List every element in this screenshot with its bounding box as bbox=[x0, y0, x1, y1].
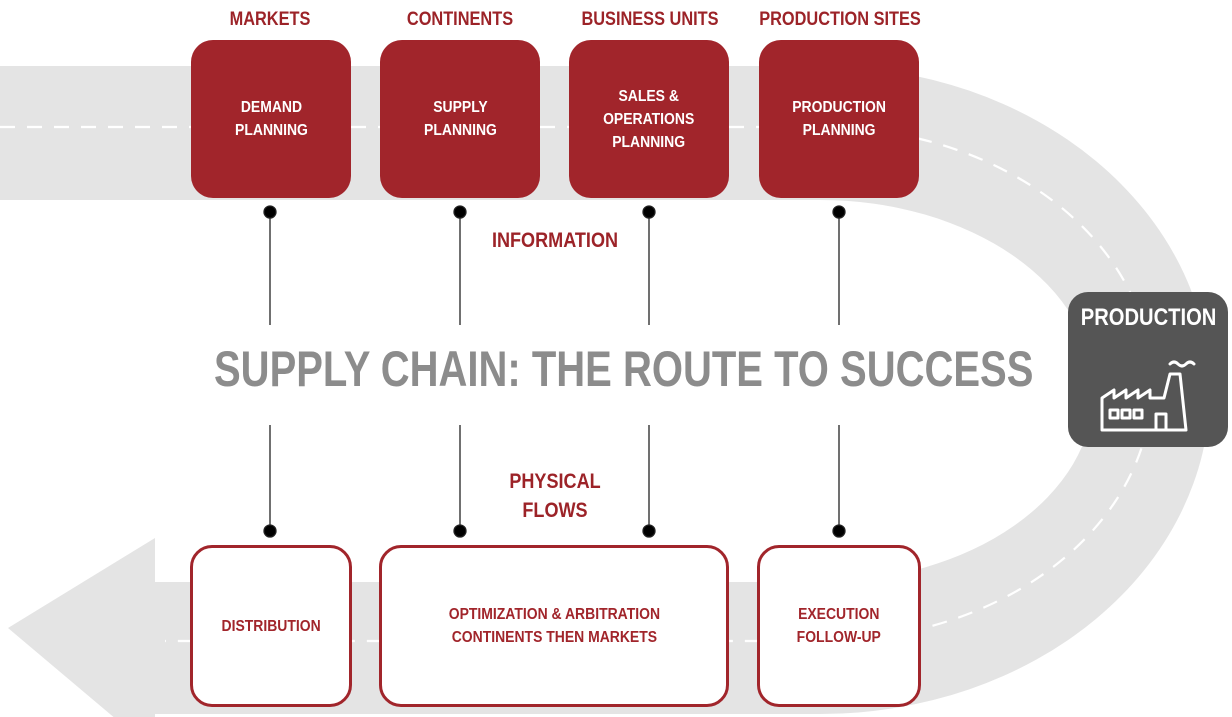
distribution-label: DISTRIBUTION bbox=[221, 617, 321, 635]
category-business-units: BUSINESS UNITS bbox=[581, 9, 719, 30]
connector-dot bbox=[642, 524, 656, 538]
supply-planning-line-2: PLANNING bbox=[423, 122, 497, 139]
connector-dot bbox=[263, 524, 277, 538]
factory-icon bbox=[1100, 360, 1196, 432]
optimization-arbitration-box: OPTIMIZATION & ARBITRATION CONTINENTS TH… bbox=[379, 545, 729, 707]
headline: SUPPLY CHAIN: THE ROUTE TO SUCCESS bbox=[214, 341, 1034, 397]
sales-operations-planning-box: SALES & OPERATIONS PLANNING bbox=[569, 40, 729, 198]
connector-dot bbox=[263, 205, 277, 219]
sop-line-1: SALES & bbox=[618, 87, 680, 105]
physical-flows-label: PHYSICAL FLOWS bbox=[491, 467, 620, 525]
supply-planning-box: SUPPLY PLANNING bbox=[380, 40, 540, 198]
production-planning-line-2: PLANNING bbox=[802, 122, 876, 139]
supply-planning-line-1: SUPPLY bbox=[432, 99, 488, 116]
distribution-box: DISTRIBUTION bbox=[190, 545, 352, 707]
information-label: INFORMATION bbox=[491, 229, 619, 252]
optimization-line-1: OPTIMIZATION & ARBITRATION bbox=[448, 606, 660, 623]
category-production-sites: PRODUCTION SITES bbox=[759, 9, 921, 30]
category-continents: CONTINENTS bbox=[406, 9, 514, 30]
execution-line-2: FOLLOW-UP bbox=[796, 629, 882, 646]
connector-dot bbox=[832, 205, 846, 219]
physical-flows-line-2: FLOWS bbox=[522, 499, 588, 522]
connector-dot bbox=[642, 205, 656, 219]
execution-follow-up-box: EXECUTION FOLLOW-UP bbox=[757, 545, 921, 707]
sop-line-2: OPERATIONS bbox=[603, 110, 695, 128]
connector-dot bbox=[832, 524, 846, 538]
demand-planning-box: DEMAND PLANNING bbox=[191, 40, 351, 198]
physical-flows-line-1: PHYSICAL bbox=[509, 470, 601, 493]
production-label: PRODUCTION bbox=[1080, 304, 1217, 331]
optimization-line-2: CONTINENTS THEN MARKETS bbox=[451, 629, 657, 646]
production-badge: PRODUCTION bbox=[1068, 292, 1228, 447]
category-markets: MARKETS bbox=[229, 9, 311, 30]
connector-dot bbox=[453, 524, 467, 538]
execution-line-1: EXECUTION bbox=[798, 606, 880, 623]
connector-lines bbox=[263, 205, 846, 538]
sop-line-3: PLANNING bbox=[612, 133, 686, 151]
connector-dot bbox=[453, 205, 467, 219]
demand-planning-line-1: DEMAND bbox=[240, 99, 302, 116]
production-planning-line-1: PRODUCTION bbox=[792, 99, 886, 116]
demand-planning-line-2: PLANNING bbox=[234, 122, 308, 139]
road-center-dash bbox=[0, 125, 1154, 643]
production-planning-box: PRODUCTION PLANNING bbox=[759, 40, 919, 198]
